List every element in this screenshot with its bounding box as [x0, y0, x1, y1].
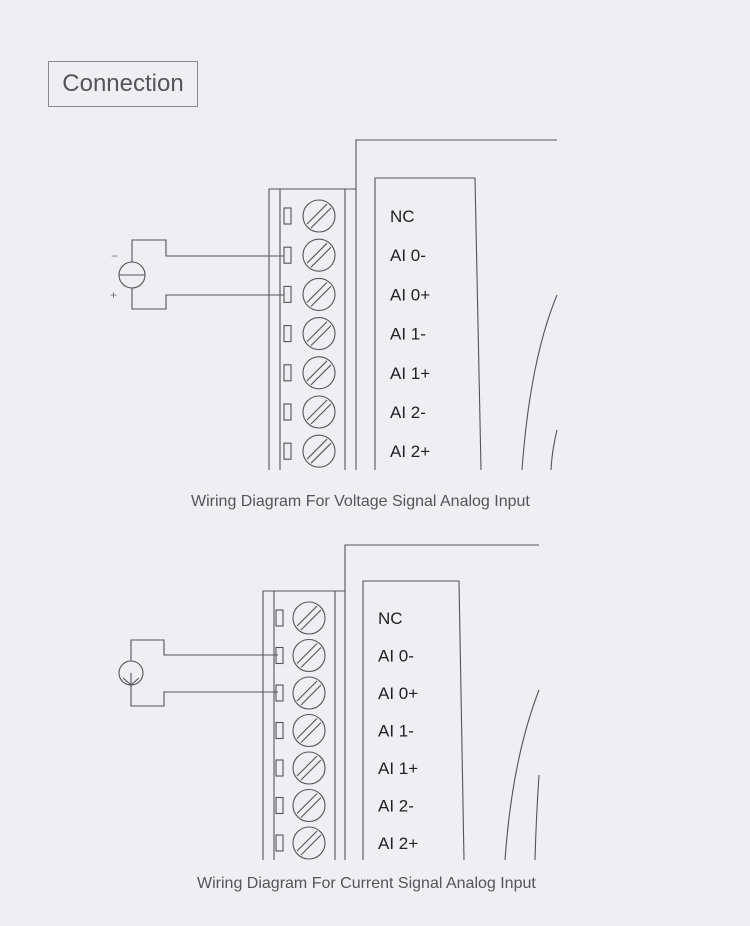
screw-icon — [292, 713, 326, 748]
terminal-slot — [283, 442, 292, 460]
current-diagram-caption: Wiring Diagram For Current Signal Analog… — [197, 875, 536, 892]
terminal-slot — [275, 759, 284, 777]
terminal-slot — [275, 796, 284, 815]
terminal-ai2-plus: AI 2+ — [275, 826, 418, 860]
terminal-ai1-minus: AI 1- — [275, 713, 414, 748]
terminal-ai0-plus: AI 0+ — [275, 676, 418, 710]
terminal-slot — [275, 684, 284, 702]
screw-icon — [302, 356, 336, 390]
screw-icon — [292, 676, 326, 710]
screw-slot-icon — [296, 755, 322, 781]
terminal-label: NC — [378, 609, 403, 628]
screw-slot-icon — [306, 282, 332, 307]
terminal-slot — [275, 609, 284, 627]
terminal-label: AI 1+ — [378, 759, 418, 778]
terminal-label: AI 1+ — [390, 364, 430, 383]
section-title: Connection — [48, 61, 198, 107]
terminal-label-panel — [374, 177, 482, 471]
terminal-slot — [283, 207, 292, 225]
screw-slot-icon — [296, 718, 322, 743]
terminal-label: AI 2- — [390, 403, 426, 422]
terminal-label: AI 2+ — [390, 442, 430, 461]
terminal-ai0-minus: AI 0- — [275, 638, 414, 673]
terminal-slot — [275, 834, 284, 852]
terminal-ai0-minus: AI 0- — [283, 238, 426, 272]
terminal-ai1-plus: AI 1+ — [275, 751, 418, 785]
screw-icon — [292, 826, 326, 860]
device-housing — [344, 544, 539, 860]
screw-slot-icon — [306, 321, 332, 346]
current-wiring-diagram: NC AI 0- AI 0+ AI 1- AI 1+ AI 2- AI 2+ — [118, 544, 540, 861]
screw-icon — [302, 199, 336, 233]
housing-curve — [521, 294, 558, 471]
terminal-slot — [283, 403, 292, 421]
screw-terminals: NC AI 0- AI 0+ AI 1- AI 1+ AI 2- AI 2+ — [275, 601, 418, 860]
polarity-minus: − — [111, 249, 118, 263]
screw-slot-icon — [306, 399, 332, 425]
housing-curve — [534, 774, 540, 861]
screw-icon — [302, 317, 336, 351]
screw-icon — [302, 277, 336, 311]
terminal-label: NC — [390, 207, 415, 226]
screw-slot-icon — [296, 605, 322, 631]
terminal-ai2-minus: AI 2- — [283, 395, 426, 429]
housing-curve — [550, 429, 558, 471]
terminal-label: AI 0+ — [390, 285, 430, 304]
screw-slot-icon — [296, 680, 322, 706]
terminal-label: AI 1- — [390, 325, 426, 344]
voltage-source-icon — [118, 239, 284, 310]
current-source-icon — [118, 639, 278, 707]
terminal-ai2-plus: AI 2+ — [283, 434, 430, 468]
terminal-slot — [283, 285, 292, 303]
terminal-label: AI 0- — [378, 647, 414, 666]
terminal-slot — [283, 246, 292, 264]
screw-slot-icon — [306, 242, 332, 268]
screw-terminals: NC AI 0- AI 0+ AI 1- AI 1+ AI 2- AI 2+ — [283, 199, 430, 468]
voltage-diagram-caption: Wiring Diagram For Voltage Signal Analog… — [191, 493, 530, 510]
terminal-label: AI 0+ — [378, 684, 418, 703]
screw-slot-icon — [296, 830, 322, 856]
terminal-label: AI 1- — [378, 722, 414, 741]
terminal-slot — [283, 364, 292, 382]
terminal-nc: NC — [283, 199, 415, 233]
terminal-label-panel — [362, 580, 465, 861]
housing-curve — [504, 689, 540, 861]
terminal-block — [268, 188, 356, 470]
terminal-ai1-plus: AI 1+ — [283, 356, 430, 390]
terminal-slot — [275, 721, 284, 740]
polarity-plus: + — [110, 288, 117, 302]
screw-icon — [302, 238, 336, 272]
screw-slot-icon — [306, 438, 332, 464]
voltage-wiring-diagram: NC AI 0- AI 0+ AI 1- AI 1+ AI 2- AI 2+ − + — [110, 139, 558, 471]
screw-icon — [302, 395, 336, 429]
screw-icon — [292, 601, 326, 635]
terminal-label: AI 2- — [378, 797, 414, 816]
screw-slot-icon — [306, 360, 332, 386]
terminal-label: AI 0- — [390, 246, 426, 265]
terminal-label: AI 2+ — [378, 834, 418, 853]
screw-slot-icon — [296, 793, 322, 818]
screw-icon — [292, 751, 326, 785]
terminal-block — [262, 590, 345, 860]
screw-icon — [302, 434, 336, 468]
terminal-nc: NC — [275, 601, 403, 635]
screw-slot-icon — [296, 643, 322, 668]
terminal-ai0-plus: AI 0+ — [283, 277, 430, 311]
device-housing — [355, 139, 557, 470]
screw-slot-icon — [306, 203, 332, 229]
terminal-ai1-minus: AI 1- — [283, 317, 426, 351]
terminal-slot — [283, 325, 292, 343]
terminal-ai2-minus: AI 2- — [275, 788, 414, 823]
screw-icon — [292, 788, 326, 823]
screw-icon — [292, 638, 326, 673]
